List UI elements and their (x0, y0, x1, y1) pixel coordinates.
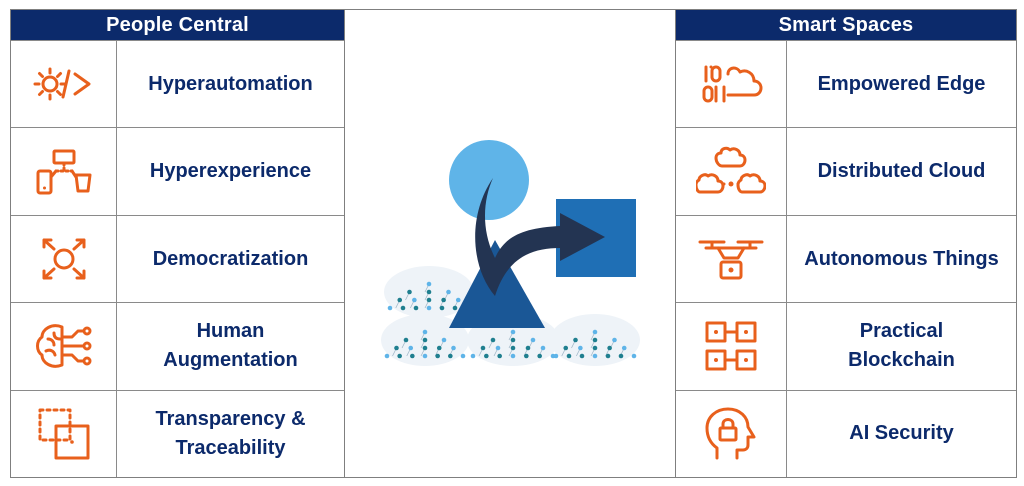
blockchain-blocks-icon (705, 321, 757, 371)
item-label: Human Augmentation (163, 320, 298, 372)
item-label: Practical Blockchain (848, 320, 955, 372)
brain-circuit-icon (35, 324, 91, 369)
panel-title: Smart Spaces (676, 10, 1016, 40)
item-label: Empowered Edge (817, 72, 986, 95)
list-item: AI Security (676, 389, 1016, 478)
binary-cloud-icon (702, 65, 763, 103)
list-item: Transparency & Traceability (11, 389, 344, 478)
drone-icon (698, 240, 764, 280)
item-label: Hyperautomation (148, 72, 313, 95)
circle-shape (449, 140, 529, 220)
list-item: Hyperautomation (11, 40, 344, 128)
item-label: Distributed Cloud (817, 160, 986, 183)
item-label: AI Security (849, 422, 954, 445)
item-label: Democratization (152, 247, 309, 270)
devices-network-icon (36, 149, 91, 195)
people-central-panel: People Central Hyperautomation (10, 9, 345, 478)
concept-graphic (381, 140, 640, 366)
panel-title: People Central (11, 10, 344, 40)
item-label: Transparency & Traceability (155, 407, 306, 459)
list-item: Democratization (11, 214, 344, 303)
list-item: Empowered Edge (676, 40, 1016, 128)
list-item: Distributed Cloud (676, 127, 1016, 215)
dotted-squares-icon (38, 408, 89, 460)
expand-circle-icon (42, 238, 85, 280)
cloud-network-icon (696, 146, 766, 194)
list-item: Autonomous Things (676, 214, 1016, 303)
list-item: Practical Blockchain (676, 302, 1016, 390)
curved-arrow-icon (475, 178, 605, 296)
item-label: Hyperexperience (149, 160, 312, 183)
smart-spaces-panel: Smart Spaces Empowered Edge (675, 9, 1017, 478)
list-item: Hyperexperience (11, 127, 344, 215)
item-label: Autonomous Things (804, 247, 999, 270)
head-lock-icon (705, 407, 756, 460)
gear-code-icon (33, 67, 90, 101)
center-illustration (345, 9, 675, 478)
list-item: Human Augmentation (11, 302, 344, 390)
